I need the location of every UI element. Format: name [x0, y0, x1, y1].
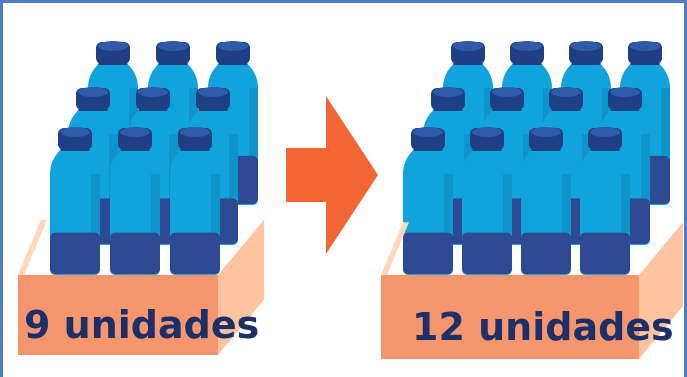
bottle-cap-top: [218, 41, 248, 51]
bottle-shade: [229, 134, 238, 198]
bottle-cap-top: [630, 41, 660, 51]
bottle-cap-ring: [139, 106, 168, 111]
bottle-cap-top: [590, 127, 620, 137]
bottle-base: [403, 233, 453, 274]
bottle-base: [580, 233, 630, 274]
right-arrow-icon: [286, 96, 378, 254]
bottle-cap-ring: [434, 106, 463, 111]
bottle-cap-top: [120, 127, 150, 137]
bottle-cap-ring: [61, 146, 90, 151]
bottle-shade: [249, 88, 258, 156]
bottle-shade: [91, 174, 100, 233]
bottle-cap-top: [512, 41, 542, 51]
bottle-cap-top: [610, 87, 640, 97]
bottle-cap-ring: [219, 60, 248, 65]
pack-9-units: 9 unidades: [18, 41, 264, 355]
bottle-base: [170, 233, 220, 274]
bottle-cap-ring: [572, 60, 601, 65]
bottle-shade: [641, 134, 650, 198]
bottle-base: [521, 233, 571, 274]
pack-label: 9 unidades: [24, 303, 259, 347]
bottle-cap-ring: [591, 146, 620, 151]
bottle-cap-top: [531, 127, 561, 137]
bottle-cap-ring: [532, 146, 561, 151]
bottle-cap-ring: [631, 60, 660, 65]
bottle-cap-ring: [159, 60, 188, 65]
pack-label: 12 unidades: [412, 305, 674, 349]
bottle-cap-ring: [79, 106, 108, 111]
bottle-cap-ring: [454, 60, 483, 65]
bottle-cap-ring: [99, 60, 128, 65]
arrow-shape: [286, 96, 378, 254]
bottle-shade: [562, 174, 571, 233]
bottles-group: [403, 41, 670, 275]
bottle-cap-ring: [611, 106, 640, 111]
bottle-base: [462, 233, 512, 274]
bottle-cap-ring: [513, 60, 542, 65]
bottle-cap-ring: [181, 146, 210, 151]
bottle-cap-ring: [493, 106, 522, 111]
bottle-cap-ring: [121, 146, 150, 151]
bottle-cap-top: [413, 127, 443, 137]
box-rim: [18, 220, 47, 275]
pack-12-units: 12 unidades: [381, 41, 683, 359]
bottle-cap-top: [551, 87, 581, 97]
bottle-shade: [621, 174, 630, 233]
bottle-shade: [661, 88, 670, 156]
bottle-cap-top: [472, 127, 502, 137]
bottle-cap-ring: [414, 146, 443, 151]
bottle-cap-top: [158, 41, 188, 51]
bottle-cap-top: [180, 127, 210, 137]
bottle-cap-ring: [199, 106, 228, 111]
bottle-cap-top: [492, 87, 522, 97]
bottle-cap-top: [78, 87, 108, 97]
bottle-shade: [444, 174, 453, 233]
bottle-cap-top: [98, 41, 128, 51]
bottle-cap-top: [198, 87, 228, 97]
bottle-cap-ring: [552, 106, 581, 111]
bottle-cap-top: [60, 127, 90, 137]
bottle-cap-ring: [473, 146, 502, 151]
bottle-cap-top: [453, 41, 483, 51]
bottle-shade: [211, 174, 220, 233]
bottle-cap-top: [433, 87, 463, 97]
bottle-shade: [503, 174, 512, 233]
bottle-base: [50, 233, 100, 274]
bottle-cap-top: [138, 87, 168, 97]
bottle-shade: [151, 174, 160, 233]
bottle-cap-top: [571, 41, 601, 51]
bottle-base: [110, 233, 160, 274]
bottles-group: [50, 41, 258, 275]
